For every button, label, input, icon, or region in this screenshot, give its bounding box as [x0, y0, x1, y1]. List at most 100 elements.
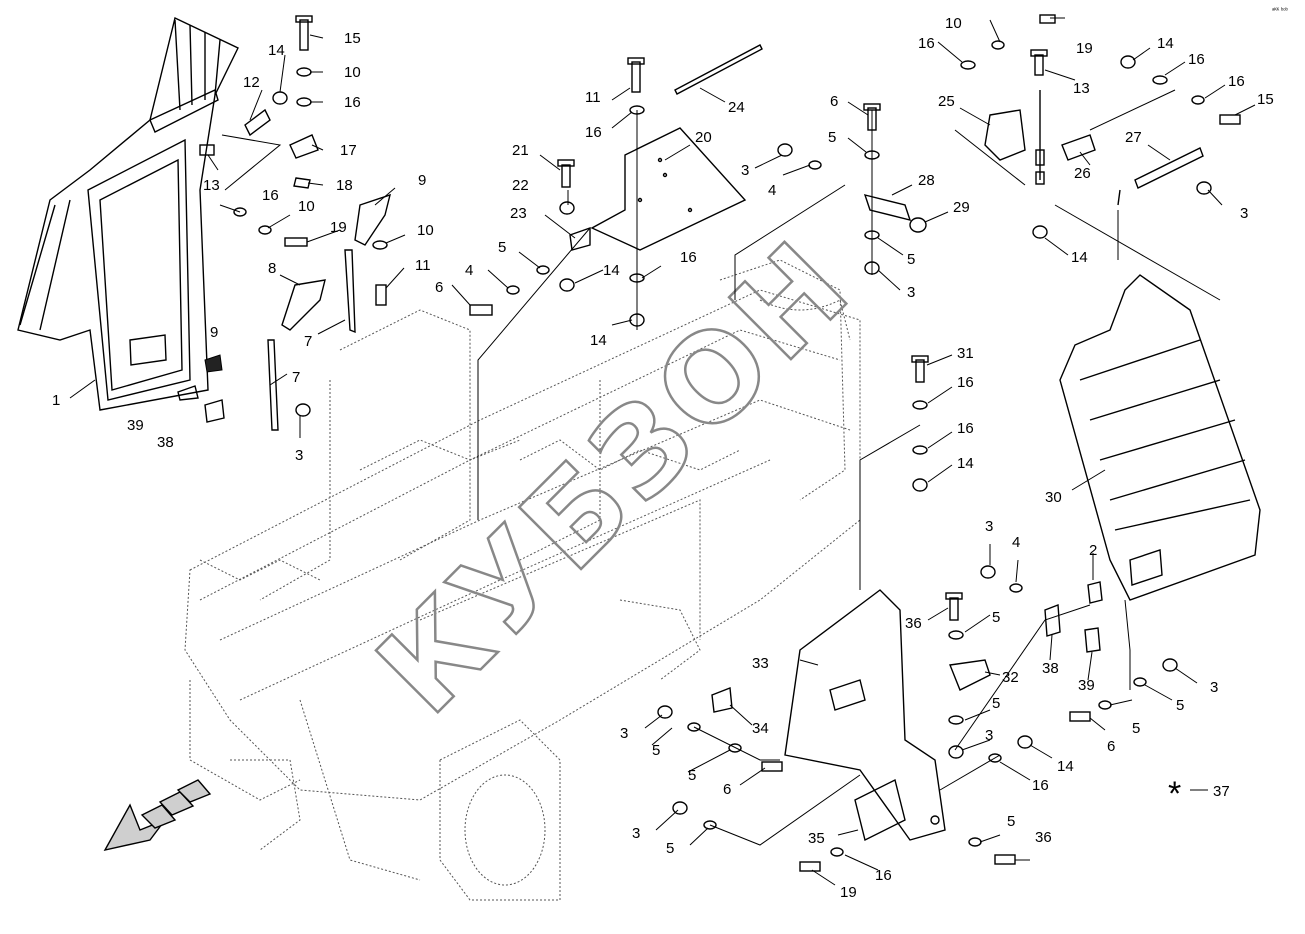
callout-14: 14 [268, 42, 285, 59]
callout-6: 6 [1107, 738, 1115, 755]
callout-23: 23 [510, 205, 527, 222]
callout-8: 8 [268, 260, 276, 277]
callout-19: 19 [840, 884, 857, 901]
callout-10: 10 [298, 198, 315, 215]
callout-18: 18 [336, 177, 353, 194]
callout-16: 16 [1032, 777, 1049, 794]
callout-5: 5 [992, 609, 1000, 626]
callout-4: 4 [768, 182, 776, 199]
callout-16: 16 [1188, 51, 1205, 68]
callout-5: 5 [992, 695, 1000, 712]
callout-19: 19 [330, 219, 347, 236]
callout-9: 9 [210, 324, 218, 341]
legend-symbol: * [1168, 775, 1181, 813]
callout-4: 4 [465, 262, 473, 279]
callout-16: 16 [918, 35, 935, 52]
callout-16: 16 [585, 124, 602, 141]
callout-22: 22 [512, 177, 529, 194]
callout-36: 36 [1035, 829, 1052, 846]
callout-7: 7 [292, 369, 300, 386]
callout-3: 3 [985, 518, 993, 535]
callout-4: 4 [1012, 534, 1020, 551]
callout-5: 5 [688, 767, 696, 784]
callout-26: 26 [1074, 165, 1091, 182]
callout-25: 25 [938, 93, 955, 110]
callout-14: 14 [1057, 758, 1074, 775]
panel-33 [784, 589, 946, 842]
callout-16: 16 [680, 249, 697, 266]
plate-20 [590, 127, 747, 251]
callout-5: 5 [652, 742, 660, 759]
callout-9: 9 [418, 172, 426, 189]
callout-3: 3 [620, 725, 628, 742]
callout-14: 14 [603, 262, 620, 279]
callout-29: 29 [953, 199, 970, 216]
callout-10: 10 [417, 222, 434, 239]
callout-5: 5 [666, 840, 674, 857]
callout-3: 3 [295, 447, 303, 464]
callout-16: 16 [875, 867, 892, 884]
legend: * 37 [1168, 775, 1230, 813]
callouts: 1 2 3 3 3 3 3 3 3 3 3 4 4 4 5 5 5 5 5 5 … [52, 15, 1274, 901]
callout-3: 3 [741, 162, 749, 179]
callout-2: 2 [1089, 542, 1097, 559]
callout-30: 30 [1045, 489, 1062, 506]
callout-39: 39 [1078, 677, 1095, 694]
callout-3: 3 [907, 284, 915, 301]
callout-14: 14 [1157, 35, 1174, 52]
watermark: КУБЗОН [351, 213, 880, 742]
rod-24 [674, 44, 763, 95]
callout-13: 13 [203, 177, 220, 194]
callout-15: 15 [344, 30, 361, 47]
callout-17: 17 [340, 142, 357, 159]
callout-21: 21 [512, 142, 529, 159]
callout-5: 5 [1007, 813, 1015, 830]
callout-16: 16 [957, 420, 974, 437]
callout-6: 6 [435, 279, 443, 296]
legend-number: 37 [1213, 783, 1230, 800]
callout-11: 11 [415, 257, 431, 274]
callout-7: 7 [304, 333, 312, 350]
callout-20: 20 [695, 129, 712, 146]
machine-frame [184, 259, 861, 901]
callout-19: 19 [1076, 40, 1093, 57]
callout-36: 36 [905, 615, 922, 632]
svg-text:КУБЗОН: КУБЗОН [352, 214, 879, 741]
door-panel-left [17, 16, 239, 411]
callout-28: 28 [918, 172, 935, 189]
callout-13: 13 [1073, 80, 1090, 97]
callout-35: 35 [808, 830, 825, 847]
cover-30 [1059, 274, 1261, 601]
callout-16: 16 [1228, 73, 1245, 90]
callout-10: 10 [344, 64, 361, 81]
callout-16: 16 [957, 374, 974, 391]
callout-10: 10 [945, 15, 962, 32]
callout-31: 31 [957, 345, 974, 362]
callout-12: 12 [243, 74, 260, 91]
callout-5: 5 [907, 251, 915, 268]
callout-5: 5 [1132, 720, 1140, 737]
callout-14: 14 [590, 332, 607, 349]
callout-14: 14 [1071, 249, 1088, 266]
callout-38: 38 [157, 434, 174, 451]
hardware [177, 14, 1241, 872]
callout-27: 27 [1125, 129, 1142, 146]
callout-5: 5 [828, 129, 836, 146]
callout-32: 32 [1002, 669, 1019, 686]
callout-15: 15 [1257, 91, 1274, 108]
callout-3: 3 [1210, 679, 1218, 696]
callout-14: 14 [957, 455, 974, 472]
callout-39: 39 [127, 417, 144, 434]
callout-16: 16 [262, 187, 279, 204]
callout-34: 34 [752, 720, 769, 737]
callout-1: 1 [52, 392, 60, 409]
callout-6: 6 [723, 781, 731, 798]
callout-5: 5 [1176, 697, 1184, 714]
callout-3: 3 [985, 727, 993, 744]
callout-38: 38 [1042, 660, 1059, 677]
callout-24: 24 [728, 99, 745, 116]
callout-16: 16 [344, 94, 361, 111]
leader-lines [69, 17, 1256, 886]
callout-5: 5 [498, 239, 506, 256]
